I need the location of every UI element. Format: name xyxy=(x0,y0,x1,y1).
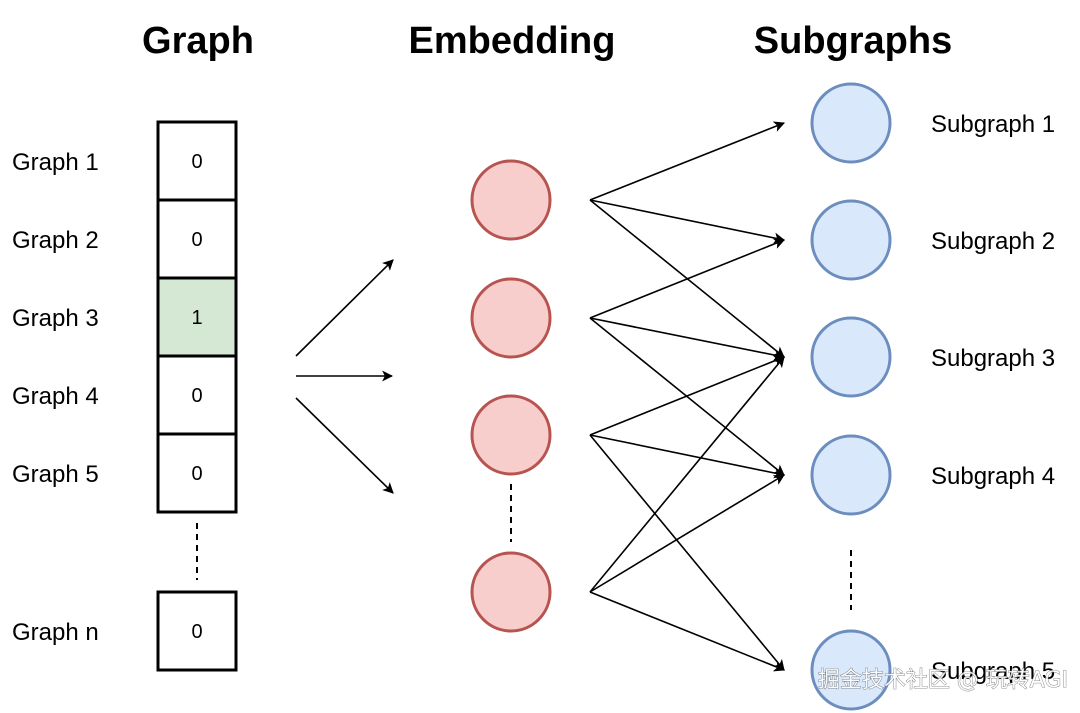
graph-row-label: Graph 3 xyxy=(12,305,99,332)
embedding-heading: Embedding xyxy=(409,20,616,62)
edge-7 xyxy=(589,355,786,436)
input-arrow-1 xyxy=(295,259,394,357)
graph-row-label: Graph 1 xyxy=(12,149,99,176)
graph-cell-value: 0 xyxy=(191,151,202,173)
graph-cell-value: 0 xyxy=(191,621,202,643)
edge-11 xyxy=(589,474,785,593)
graph-cell-4 xyxy=(156,354,238,436)
subgraph-node-1 xyxy=(810,82,892,164)
embedding-node-2 xyxy=(470,277,552,359)
subgraph-label-4: Subgraph 4 xyxy=(931,463,1055,490)
subgraphs-heading: Subgraphs xyxy=(754,20,952,62)
edge-1 xyxy=(589,121,786,201)
subgraph-node-2 xyxy=(810,199,892,281)
edge-12 xyxy=(589,591,786,672)
graph-heading: Graph xyxy=(142,20,254,62)
edge-5 xyxy=(589,317,786,361)
graph-cell-5 xyxy=(156,432,238,514)
graph-cell-value: 0 xyxy=(191,463,202,485)
graph-cell-value: 0 xyxy=(191,229,202,251)
input-arrows xyxy=(295,259,394,494)
graph-row-label: Graph n xyxy=(12,619,99,646)
graph-row-label: Graph 4 xyxy=(12,383,99,410)
edge-4 xyxy=(589,238,786,319)
subgraph-label-1: Subgraph 1 xyxy=(931,111,1055,138)
subgraph-node-5 xyxy=(810,629,892,711)
embedding-nodes xyxy=(470,159,552,633)
embedding-node-3 xyxy=(470,394,552,476)
graph-row-label: Graph 5 xyxy=(12,461,99,488)
subgraph-label-5: Subgraph 5 xyxy=(931,658,1055,685)
edge-10 xyxy=(589,356,785,593)
graph-row-label: Graph 2 xyxy=(12,227,99,254)
embedding-subgraph-edges xyxy=(589,121,786,672)
subgraph-node-3 xyxy=(810,316,892,398)
subgraph-label-3: Subgraph 3 xyxy=(931,345,1055,372)
edge-2 xyxy=(589,199,786,244)
input-arrow-3 xyxy=(295,397,394,494)
subgraph-node-4 xyxy=(810,434,892,516)
edge-8 xyxy=(589,434,786,479)
embedding-node-1 xyxy=(470,159,552,241)
watermark-text: 掘金技术社区 @ 玩转AGI xyxy=(818,668,1068,693)
subgraph-label-2: Subgraph 2 xyxy=(931,228,1055,255)
subgraph-nodes: Subgraph 1 Subgraph 2 Subgraph 3 Subgraph 4… xyxy=(810,82,1055,711)
graph-cell-value: 0 xyxy=(191,385,202,407)
embedding-node-4 xyxy=(470,551,552,633)
graph-cell-value: 1 xyxy=(191,307,202,329)
edge-9 xyxy=(589,434,785,671)
graph-cell-n xyxy=(156,590,238,672)
